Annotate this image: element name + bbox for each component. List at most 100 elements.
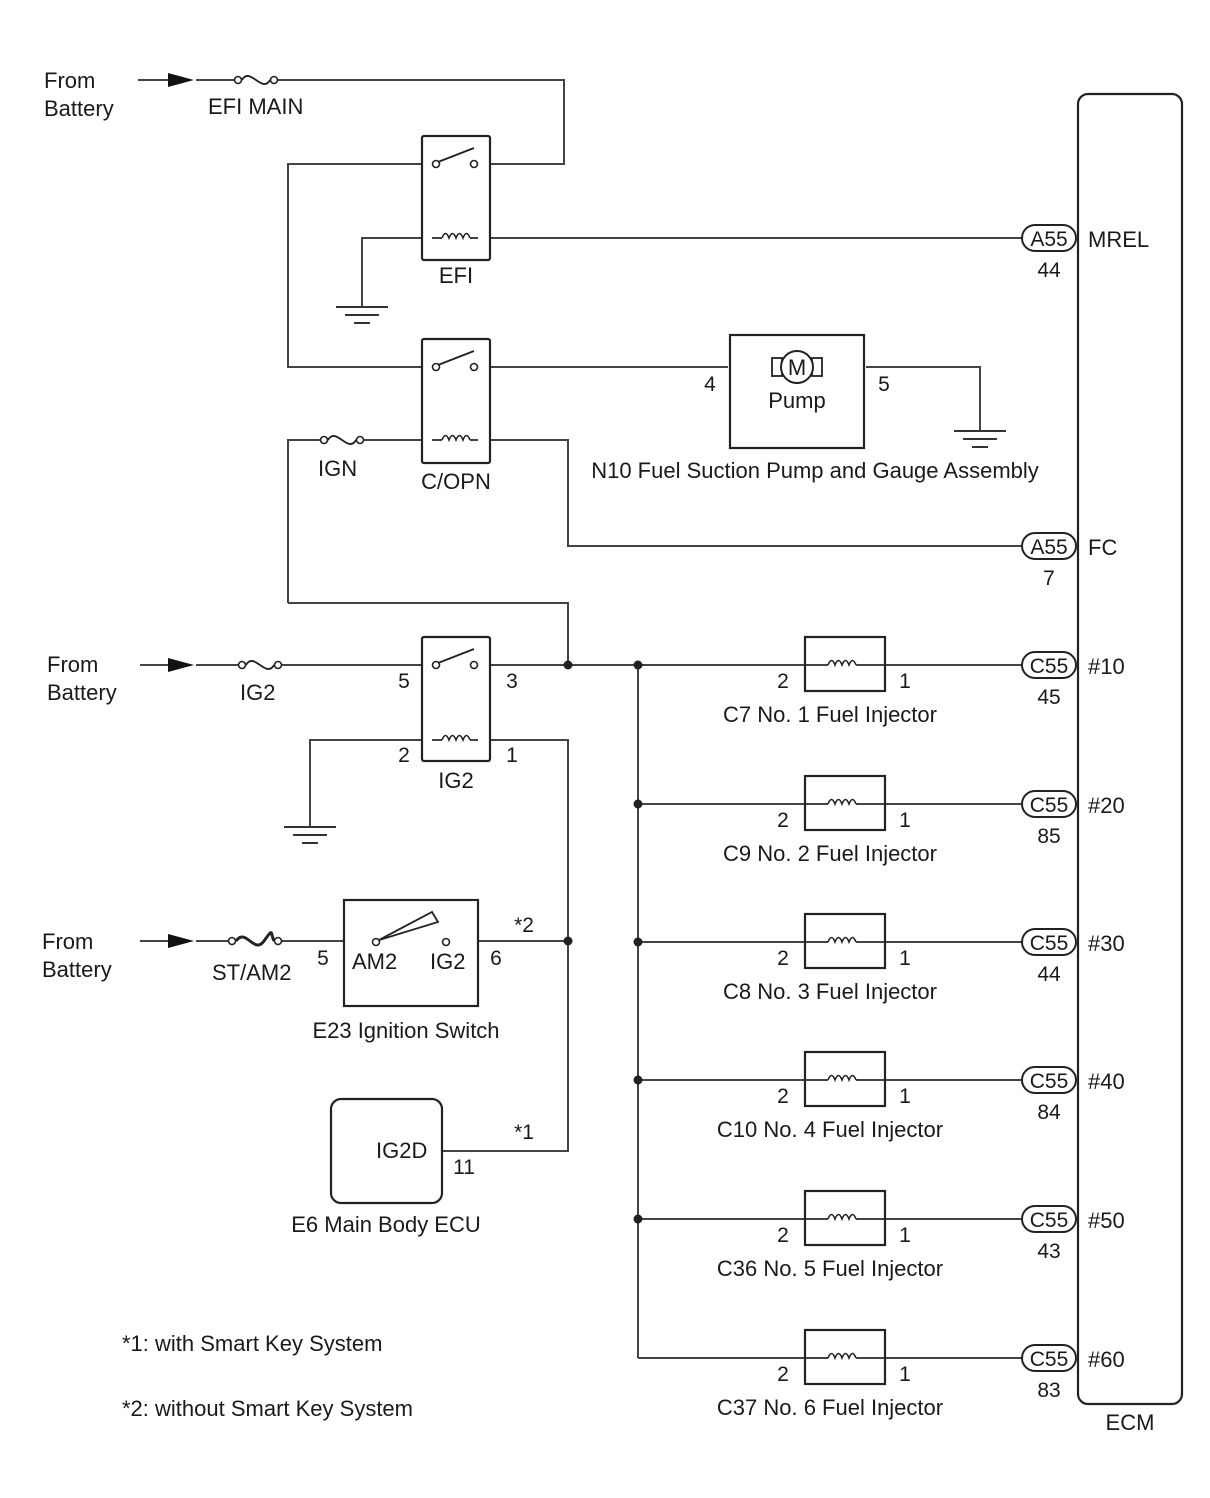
terminal-pin: 7 — [1043, 567, 1055, 590]
pin-label: 1 — [899, 1085, 911, 1108]
arrow-icon — [168, 934, 194, 948]
pin-label: 1 — [506, 744, 518, 767]
pin-label: 1 — [899, 809, 911, 832]
pin-label: 4 — [704, 373, 716, 396]
fuse-icon — [319, 435, 365, 445]
ecm-terminal: C55 84 #40 — [1021, 1066, 1125, 1124]
pin-label: 2 — [777, 1085, 789, 1108]
footnote: *1: with Smart Key System — [122, 1331, 382, 1356]
fuse-label: EFI MAIN — [208, 94, 303, 119]
connector-oval — [1021, 1066, 1077, 1094]
relay-c-opn: C/OPN — [420, 337, 492, 494]
pump-name: N10 Fuel Suction Pump and Gauge Assembly — [591, 458, 1039, 483]
pin-label: 1 — [899, 947, 911, 970]
ground-icon — [953, 430, 1007, 448]
connector-id: C55 — [1030, 1348, 1069, 1371]
fuse-ign: IGN — [318, 435, 365, 481]
terminal-signal: FC — [1088, 535, 1117, 560]
pin-label: 6 — [490, 947, 502, 970]
source-label-line1: From — [47, 652, 98, 677]
source-label-line2: Battery — [42, 957, 112, 982]
motor-symbol: M — [788, 355, 806, 380]
fusible-link-icon — [234, 931, 276, 947]
pin-label: 5 — [317, 947, 329, 970]
terminal-signal: #50 — [1088, 1208, 1125, 1233]
pin-label: 1 — [899, 1363, 911, 1386]
wires — [138, 79, 1022, 1359]
arrow-icon — [168, 658, 194, 672]
ecm-terminal: C55 44 #30 — [1021, 928, 1125, 986]
terminal-pin: 45 — [1037, 686, 1060, 709]
fuse-label: IG2 — [240, 680, 275, 705]
fuse-icon — [233, 75, 279, 85]
terminal-label: IG2D — [376, 1138, 427, 1163]
switch-contact-icon — [437, 648, 475, 664]
pin-label: 11 — [453, 1156, 475, 1179]
ecm-terminal: A55 7 FC — [1021, 532, 1117, 590]
connector-id: C55 — [1030, 1209, 1069, 1232]
terminal-signal: #30 — [1088, 931, 1125, 956]
fuse-label: ST/AM2 — [212, 960, 291, 985]
ecm-label: ECM — [1106, 1410, 1155, 1435]
battery-source-ig2: From Battery — [47, 652, 194, 705]
connector-oval — [1021, 1205, 1077, 1233]
component-name: E6 Main Body ECU — [291, 1212, 481, 1237]
fusible-link-st-am2: ST/AM2 — [212, 931, 291, 985]
pin-label: 2 — [777, 947, 789, 970]
source-label-line2: Battery — [44, 96, 114, 121]
pin-label: 2 — [777, 809, 789, 832]
pin-label: 3 — [506, 670, 518, 693]
terminal-pin: 43 — [1037, 1240, 1060, 1263]
ecm-terminal: A55 44 MREL — [1021, 224, 1149, 282]
terminal-pin: 83 — [1037, 1379, 1060, 1402]
terminal-label: AM2 — [352, 949, 397, 974]
injector-name: C9 No. 2 Fuel Injector — [723, 841, 937, 866]
terminal-signal: MREL — [1088, 227, 1149, 252]
main-body-ecu: IG2D 11 *1 E6 Main Body ECU — [291, 1097, 534, 1237]
terminal-pin: 84 — [1037, 1101, 1061, 1124]
terminal-pin: 44 — [1037, 963, 1061, 986]
terminal-signal: #40 — [1088, 1069, 1125, 1094]
connector-oval — [1021, 790, 1077, 818]
arrow-icon — [168, 73, 194, 87]
ecm-terminals: A5544MRELA557FCC5545#10C5585#20C5544#30C… — [1021, 224, 1149, 1402]
ecm-terminal: C55 83 #60 — [1021, 1344, 1125, 1402]
component-name: E23 Ignition Switch — [312, 1018, 499, 1043]
ecm: ECM — [1076, 92, 1184, 1435]
connector-id: A55 — [1030, 536, 1067, 559]
pump-label: Pump — [768, 388, 825, 413]
terminal-signal: #60 — [1088, 1347, 1125, 1372]
connector-id: A55 — [1030, 228, 1067, 251]
terminal-signal: #10 — [1088, 654, 1125, 679]
connector-oval — [1021, 928, 1077, 956]
connector-oval — [1021, 651, 1077, 679]
fuel-injector: 2 1 C9 No. 2 Fuel Injector — [723, 774, 937, 866]
relay-label: C/OPN — [421, 469, 491, 494]
pin-label: 5 — [398, 670, 410, 693]
connector-id: C55 — [1030, 1070, 1069, 1093]
source-label-line1: From — [44, 68, 95, 93]
connector-id: C55 — [1030, 655, 1069, 678]
battery-source-efi: From Battery — [44, 68, 194, 121]
injector-name: C37 No. 6 Fuel Injector — [717, 1395, 943, 1420]
motor-icon — [780, 350, 814, 384]
terminal-signal: #20 — [1088, 793, 1125, 818]
injector-name: C8 No. 3 Fuel Injector — [723, 979, 937, 1004]
switch-contact-icon — [437, 350, 475, 366]
connector-id: C55 — [1030, 794, 1069, 817]
ground-icon — [335, 306, 389, 324]
connector-id: C55 — [1030, 932, 1069, 955]
pin-label: 2 — [398, 744, 410, 767]
terminal-pin: 44 — [1037, 259, 1061, 282]
pin-label: 1 — [899, 670, 911, 693]
relay-ig2: 5 3 2 1 IG2 — [398, 635, 518, 793]
battery-source-st: From Battery — [42, 929, 194, 982]
fuse-icon — [237, 660, 283, 670]
fuse-label: IGN — [318, 456, 357, 481]
fuse-efi-main: EFI MAIN — [208, 75, 303, 119]
relay-label: IG2 — [438, 768, 473, 793]
